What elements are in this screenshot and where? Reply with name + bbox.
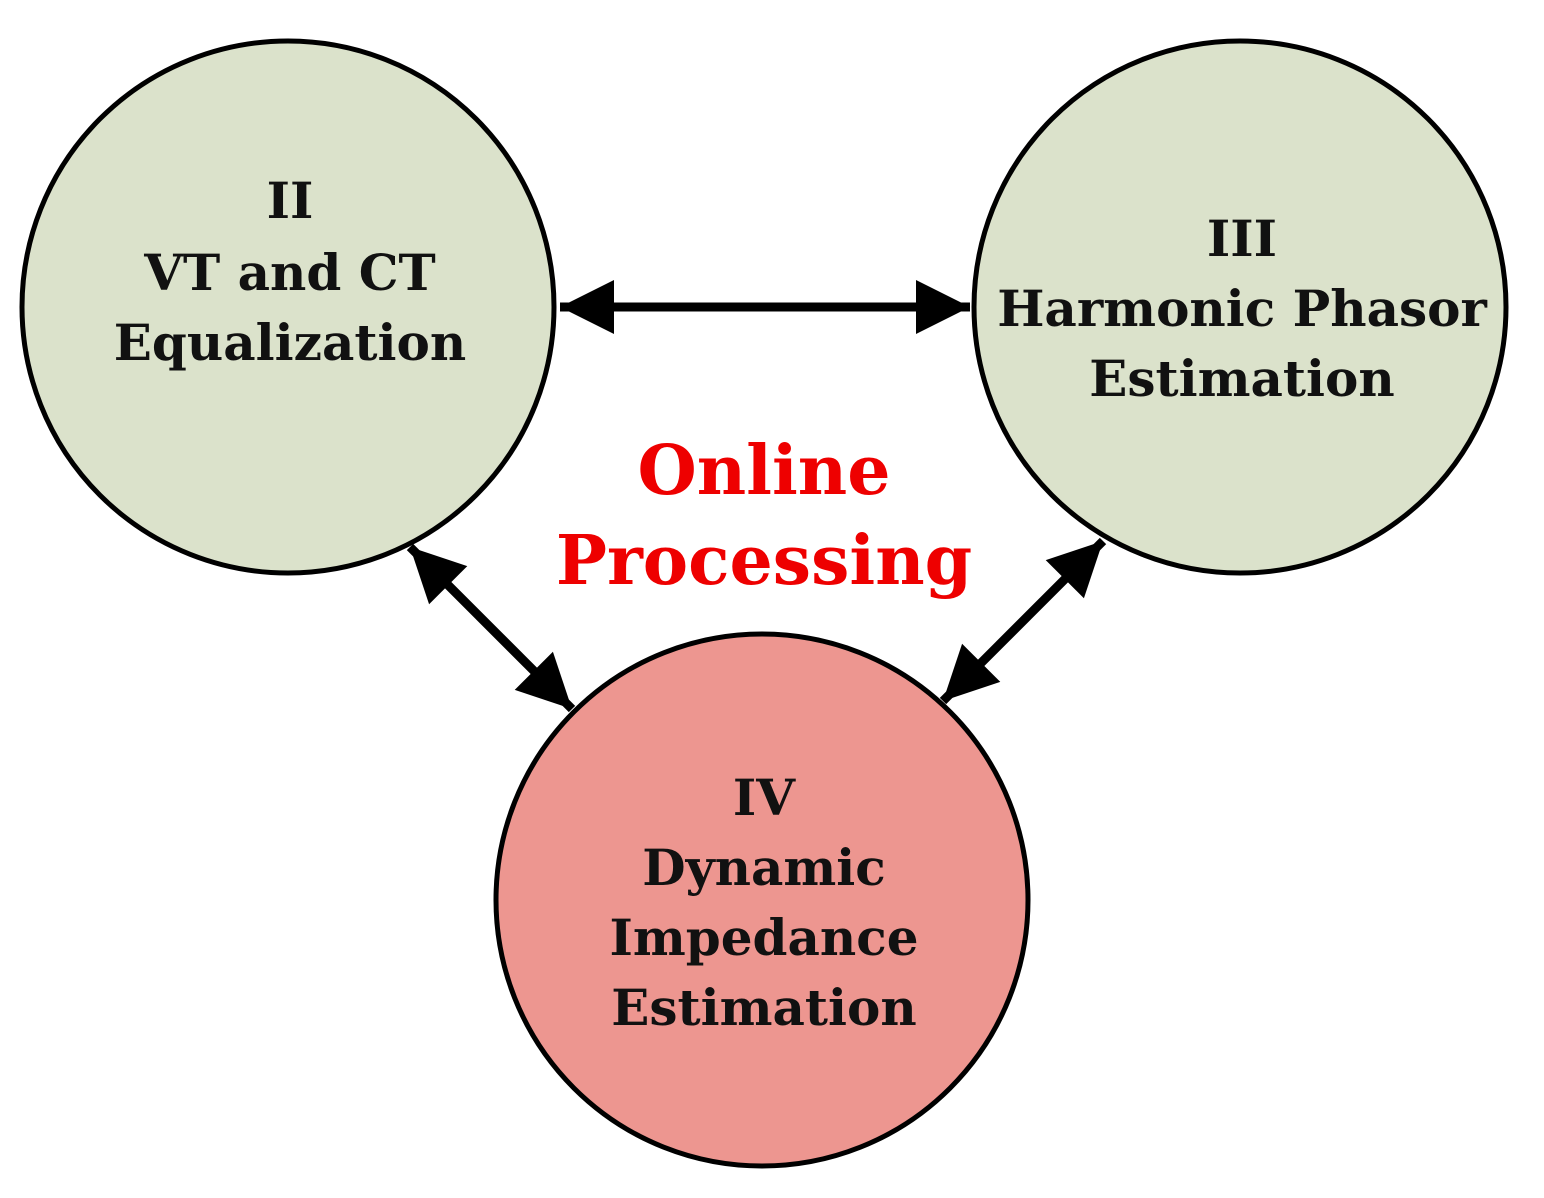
- node-iv-circle: [493, 631, 1031, 1169]
- center-label-line1: Online: [637, 431, 890, 511]
- node-iv: IV Dynamic Impedance Estimation: [493, 631, 1031, 1169]
- node-iii-circle: [971, 38, 1509, 576]
- node-ii-circle: [19, 38, 557, 576]
- node-ii: II VT and CT Equalization: [19, 38, 557, 576]
- node-iii-numeral: III: [1207, 209, 1277, 268]
- arrow-ii-iv: [406, 543, 576, 713]
- node-iii: III Harmonic Phasor Estimation: [971, 38, 1509, 576]
- node-iv-line3: Estimation: [611, 978, 916, 1037]
- node-iv-line2: Impedance: [609, 908, 918, 967]
- node-ii-line1: VT and CT: [143, 243, 436, 302]
- node-iii-line1: Harmonic Phasor: [997, 279, 1487, 338]
- node-ii-numeral: II: [267, 171, 314, 230]
- connectors: [406, 280, 1107, 713]
- node-iv-numeral: IV: [733, 768, 796, 827]
- center-label-line2: Processing: [556, 521, 972, 601]
- node-ii-line2: Equalization: [114, 313, 466, 372]
- node-iv-line1: Dynamic: [642, 838, 886, 897]
- center-label: Online Processing: [556, 431, 972, 601]
- node-iii-line2: Estimation: [1089, 349, 1394, 408]
- arrow-iii-iv: [939, 537, 1107, 705]
